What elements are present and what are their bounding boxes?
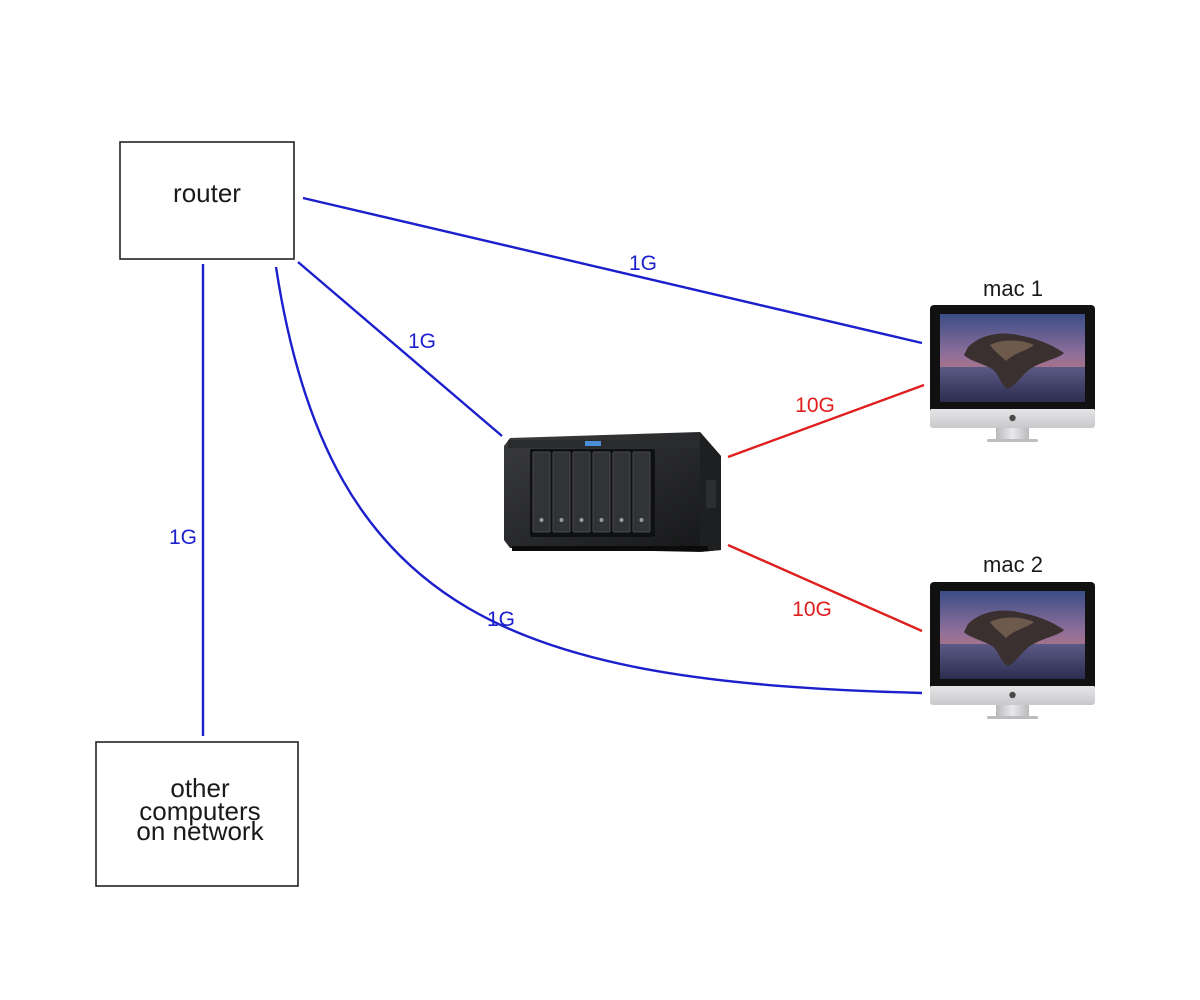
imac-icon [930,582,1095,719]
link-label-router-mac2: 1G [487,608,515,631]
link-router-mac1 [302,196,923,345]
link-nas-mac2 [727,543,923,633]
link-router-mac2 [274,266,923,695]
link-router-nas [297,261,503,437]
link-label-router-mac1: 1G [629,252,657,275]
links [201,196,925,736]
link-label-nas-mac1: 10G [795,394,835,417]
nas-device-icon [504,432,721,552]
router-label: router [173,178,241,208]
other-computers-box [95,741,299,887]
router-node: router [119,141,295,260]
mac1-node: mac 1 [930,276,1095,442]
imac-icon [930,305,1095,442]
link-label-router-other: 1G [169,526,197,549]
mac2-label: mac 2 [983,552,1043,577]
mac1-label: mac 1 [983,276,1043,301]
link-nas-mac1 [727,383,925,459]
link-label-router-nas: 1G [408,330,436,353]
other-computers-label-line-3: on network [136,816,264,846]
other-computers-label-line-2: computers [139,796,260,826]
other-computers-label-line-1: other [170,773,230,803]
link-label-nas-mac2: 10G [792,598,832,621]
other-computers-node: other computers on network [95,741,299,887]
mac2-node: mac 2 [930,552,1095,719]
router-box [119,141,295,260]
link-labels: 1G 1G 1G 1G 10G 10G [169,252,835,631]
